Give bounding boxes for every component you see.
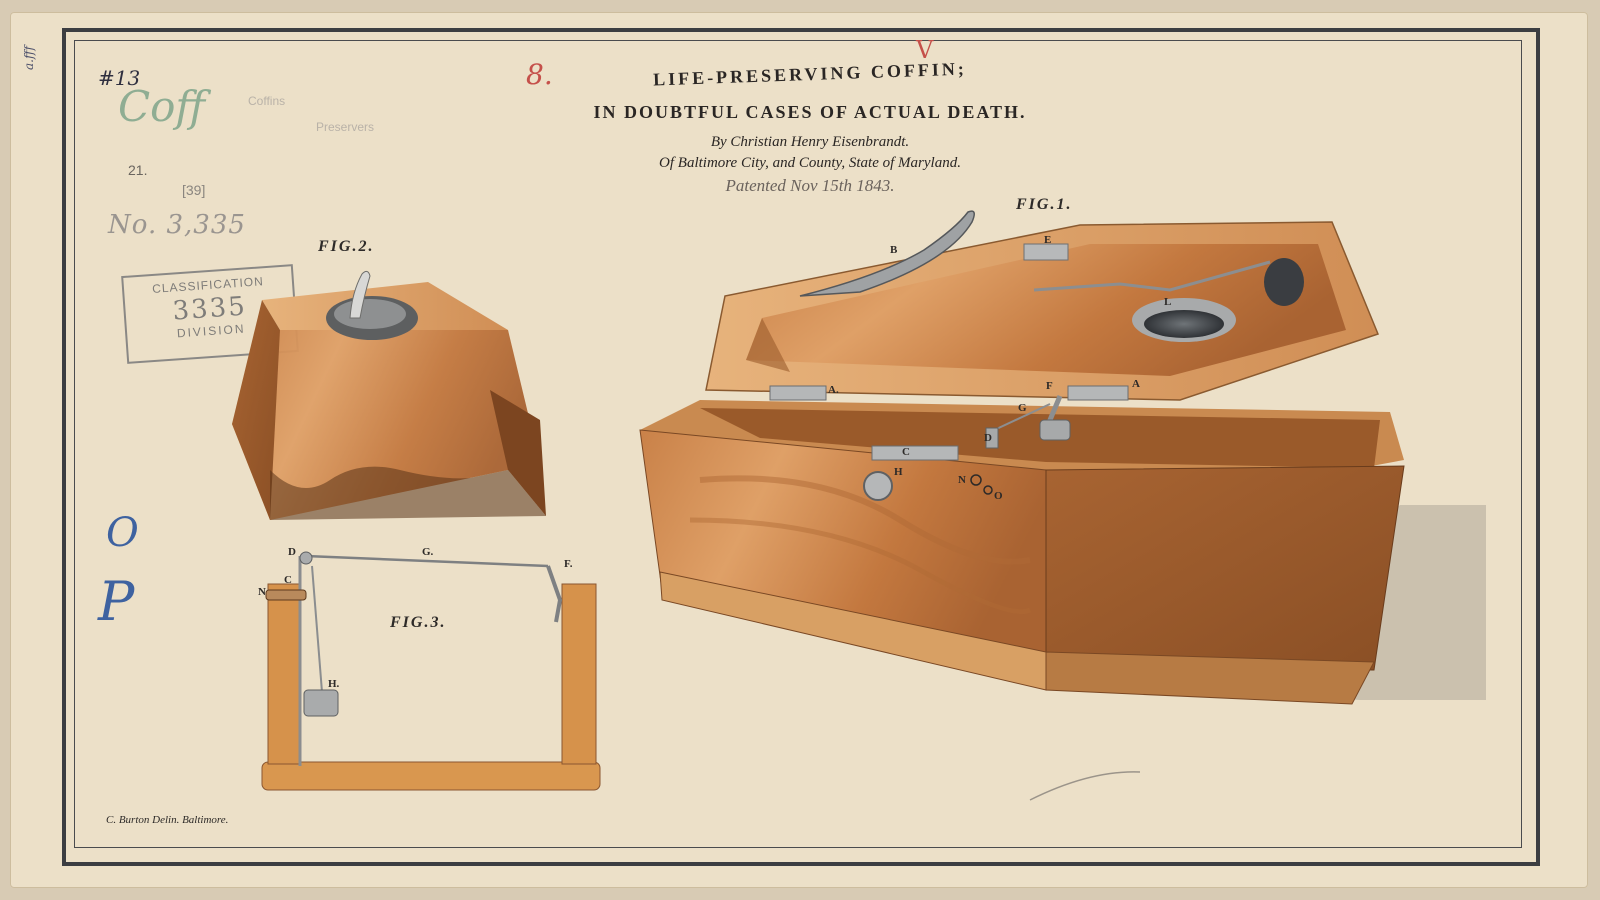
op-o-handwriting: O: [106, 510, 139, 556]
faint-21-text: 21.: [128, 162, 148, 178]
fig1-letter-c: C: [902, 446, 910, 458]
fig1-letter-n: N: [958, 474, 966, 486]
fig1-letter-l: L: [1164, 296, 1172, 308]
faint-coffins-text: Coffins: [248, 94, 286, 108]
red-mark: 8.: [526, 58, 553, 91]
fig3-letter-h: H.: [328, 678, 340, 690]
fig3-label: FIG.3.: [390, 614, 447, 631]
fig1-letter-g: G: [1018, 402, 1027, 414]
patent-number: No. 3,335: [108, 210, 246, 240]
fig2-air-box: [232, 270, 546, 520]
fig1-letter-e: E: [1044, 234, 1052, 246]
title-line-2: IN DOUBTFUL CASES OF ACTUAL DEATH.: [593, 102, 1027, 122]
fig3-letter-d: D: [288, 546, 296, 558]
patent-date: Patented Nov 15th 1843.: [725, 176, 895, 195]
fig1-letter-d: D: [984, 432, 992, 444]
fig1-label: FIG.1.: [1016, 196, 1073, 213]
outer-border: [62, 28, 1540, 866]
faint-preservers-text: Preservers: [316, 120, 375, 134]
fig3-letter-g: G.: [422, 546, 434, 558]
number-reference: #13: [98, 66, 141, 90]
op-p-handwriting: P: [98, 570, 135, 633]
draftsman-credit: C. Burton Delin. Baltimore.: [106, 814, 229, 826]
fig3-letter-n: N: [258, 586, 266, 598]
fig1-letter-f: F: [1046, 380, 1053, 392]
fig3-letter-c: C: [284, 574, 292, 586]
inventor-origin: Of Baltimore City, and County, State of …: [659, 155, 961, 171]
fig2-label: FIG.2.: [318, 238, 375, 255]
inner-border: [74, 40, 1522, 848]
faint-39-text: [39]: [182, 182, 206, 198]
stray-pen-line: [1029, 771, 1141, 801]
fig3-letter-f: F.: [564, 558, 573, 570]
fig3-section: [261, 551, 601, 791]
fig1-letter-b: B: [890, 244, 898, 256]
red-check: V: [916, 36, 934, 64]
coff-handwriting: Coff: [118, 82, 206, 131]
fig1-letter-o: O: [994, 490, 1003, 502]
fig1-coffin: [639, 210, 1486, 705]
inventor-byline: By Christian Henry Eisenbrandt.: [710, 134, 910, 150]
fig1-letter-a-left: A.: [828, 384, 839, 396]
fig1-letter-h: H: [894, 466, 903, 478]
fig1-letter-a-right: A: [1132, 378, 1140, 390]
